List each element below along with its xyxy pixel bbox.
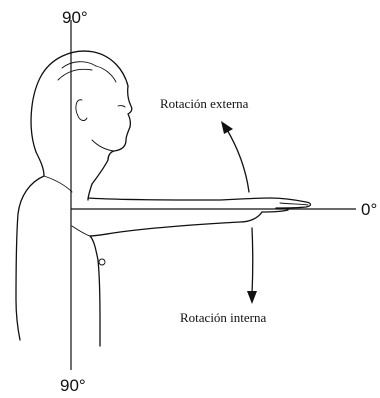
back-outline	[16, 176, 44, 340]
front-neck	[92, 160, 108, 184]
hair-line	[62, 62, 96, 68]
internal-rotation-arrow	[247, 228, 257, 304]
shoulder-line	[44, 176, 72, 192]
bottom-angle-label: 90°	[60, 376, 86, 395]
internal-rotation-label: Rotación interna	[180, 310, 267, 325]
ear	[76, 100, 87, 121]
torso-front	[90, 236, 100, 346]
armpit-line	[72, 226, 90, 236]
head-outline	[31, 51, 128, 152]
eye	[118, 106, 125, 107]
nipple	[99, 259, 105, 265]
finger-line	[280, 203, 308, 205]
face-profile	[108, 86, 132, 160]
top-angle-label: 90°	[62, 8, 88, 27]
hair-line	[96, 66, 116, 82]
hair-line	[58, 69, 92, 80]
arm-top	[88, 198, 270, 200]
external-rotation-arrow	[221, 121, 249, 192]
arm-underside	[90, 212, 262, 236]
thumb	[262, 210, 288, 212]
back-neck	[36, 152, 44, 176]
external-rotation-label: Rotación externa	[160, 96, 249, 111]
hand-top	[270, 198, 311, 208]
jaw-line	[92, 140, 114, 151]
zero-angle-label: 0°	[361, 200, 377, 219]
